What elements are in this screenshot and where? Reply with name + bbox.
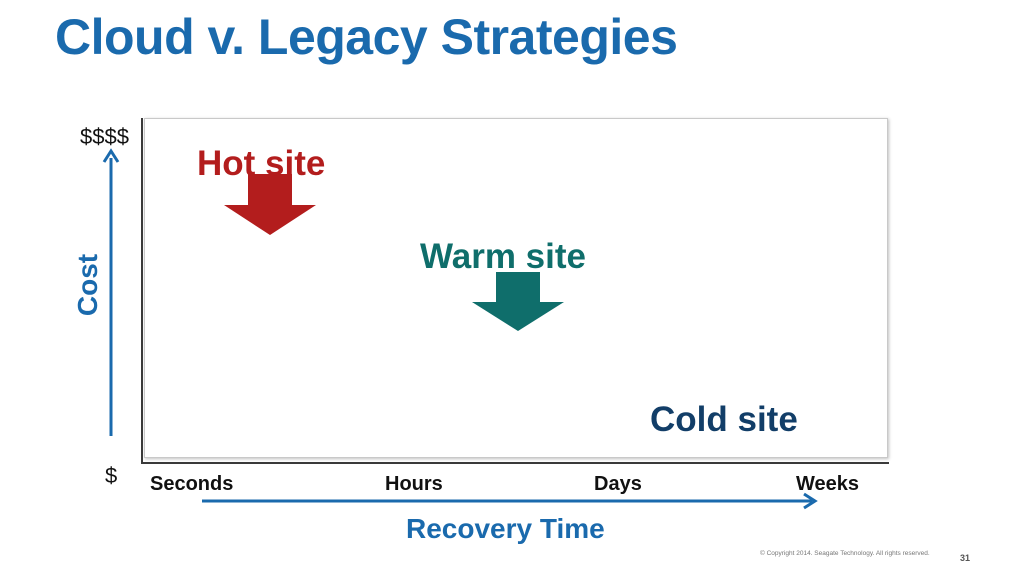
hot-site-label-text: Hot site	[197, 144, 326, 183]
x-tick-days: Days	[594, 473, 642, 495]
x-axis-line	[141, 462, 889, 464]
y-axis-line	[141, 118, 143, 463]
hot-site-label: Hot site	[197, 144, 325, 184]
warm-site-label: Warm site	[420, 237, 586, 277]
hot-site-arrow-icon	[224, 174, 316, 235]
slide-title: Cloud v. Legacy Strategies	[55, 9, 678, 65]
page-number: 31	[960, 553, 971, 563]
recovery-time-axis-arrow	[202, 492, 818, 510]
warm-site-arrow-icon	[472, 272, 564, 331]
warm-site-label-text: Warm site	[420, 237, 586, 276]
y-tick-max: $$$$	[80, 124, 129, 149]
cost-axis-arrow	[102, 148, 120, 436]
y-axis-title: Cost	[72, 253, 103, 317]
x-axis-title: Recovery Time	[406, 513, 605, 544]
x-tick-seconds: Seconds	[150, 473, 234, 495]
x-tick-weeks: Weeks	[796, 473, 860, 495]
y-tick-min: $	[105, 463, 118, 488]
copyright-notice: © Copyright 2014. Seagate Technology. Al…	[760, 550, 930, 557]
cold-site-label-text: Cold site	[650, 400, 798, 439]
cold-site-label: Cold site	[650, 400, 798, 440]
x-tick-hours: Hours	[385, 473, 443, 495]
